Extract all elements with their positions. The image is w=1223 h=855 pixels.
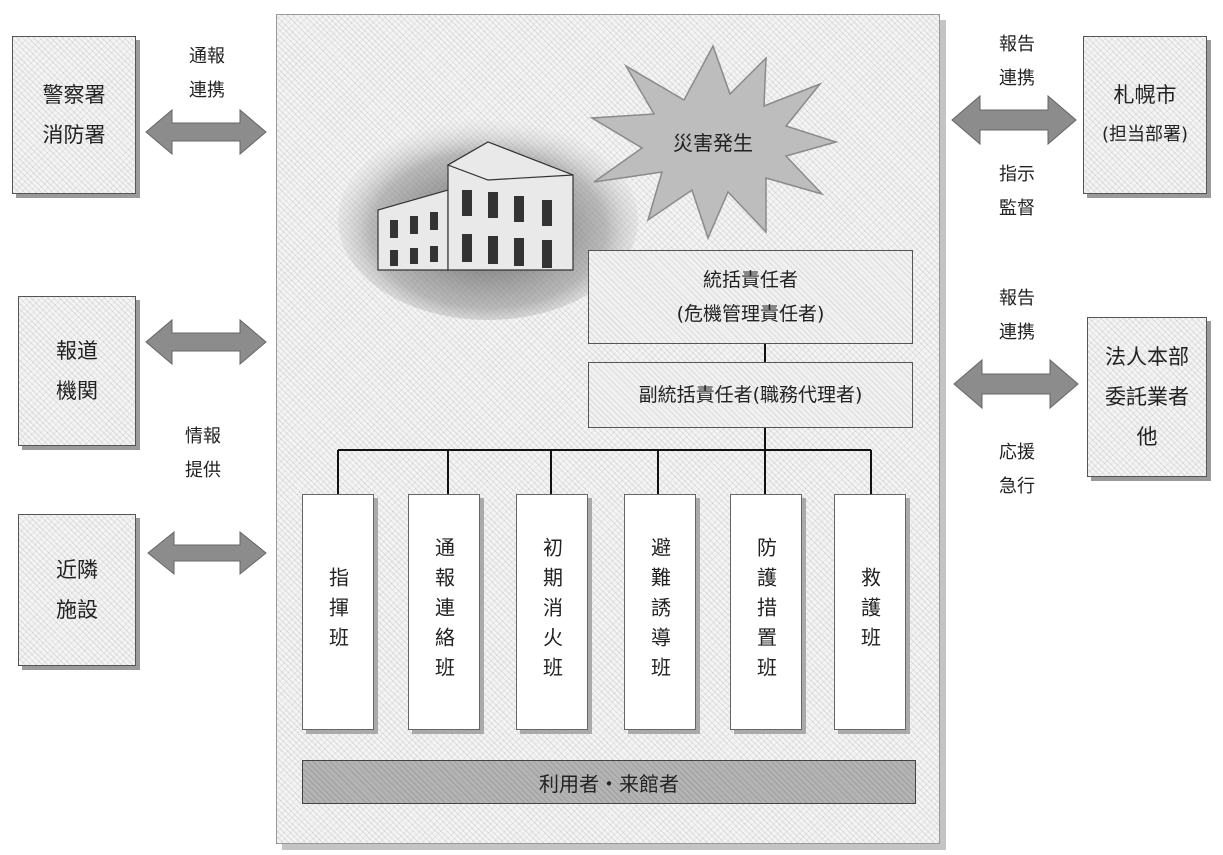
neighbors-label-2: 施設 [56,598,98,622]
press-label-1: 報道 [56,339,98,363]
team-command: 指揮班 [302,494,374,730]
corp-label-1: 法人本部 [1105,345,1189,369]
neighbors-label-1: 近隣 [56,558,98,582]
corp-label-2: 委託業者 [1105,385,1189,409]
sapporo-label: 札幌市 [1113,83,1177,107]
fire-label: 消防署 [42,123,106,147]
support-label: 応援急行 [999,442,1035,497]
users-label: 利用者・来館者 [539,771,679,796]
press-box: 報道機関 [18,296,136,446]
team-report-contact: 通報連絡班 [408,494,480,730]
police-fire-box: 警察署消防署 [12,36,136,194]
report-contact-label-right-2: 報告連携 [999,288,1035,343]
manager-subtitle: (危機管理責任者) [676,303,825,325]
disaster-burst: 災害発生 [589,44,838,240]
neighbors-box: 近隣施設 [18,514,136,666]
arrow-corp [953,358,1079,410]
team-initial-firefighting: 初期消火班 [516,494,588,730]
arrow-press [145,318,267,366]
report-contact-label-right-1: 報告連携 [999,34,1035,89]
disaster-label: 災害発生 [673,131,753,155]
police-label: 警察署 [42,83,106,107]
report-contact-label-left: 通報連携 [189,46,225,101]
deputy-box: 副統括責任者(職務代理者) [588,362,913,428]
manager-box: 統括責任者 (危機管理責任者) [588,250,913,344]
users-visitors-bar: 利用者・来館者 [302,760,916,804]
sapporo-box: 札幌市 (担当部署) [1083,36,1207,194]
manager-title: 統括責任者 [702,269,798,291]
info-provide-label: 情報提供 [185,426,221,481]
team-protection: 防護措置班 [730,494,802,730]
team-first-aid: 救護班 [834,494,906,730]
arrow-sapporo [951,94,1077,146]
press-label-2: 機関 [56,379,98,403]
team-evacuation: 避難誘導班 [624,494,696,730]
corp-box: 法人本部委託業者他 [1087,317,1207,477]
building-icon [338,120,638,320]
instruct-label: 指示監督 [999,164,1035,219]
arrow-police-fire [145,108,267,156]
arrow-neighbors [147,530,267,576]
sapporo-dept-label: (担当部署) [1101,124,1189,145]
corp-label-3: 他 [1136,425,1158,449]
deputy-title: 副統括責任者(職務代理者) [638,384,863,406]
